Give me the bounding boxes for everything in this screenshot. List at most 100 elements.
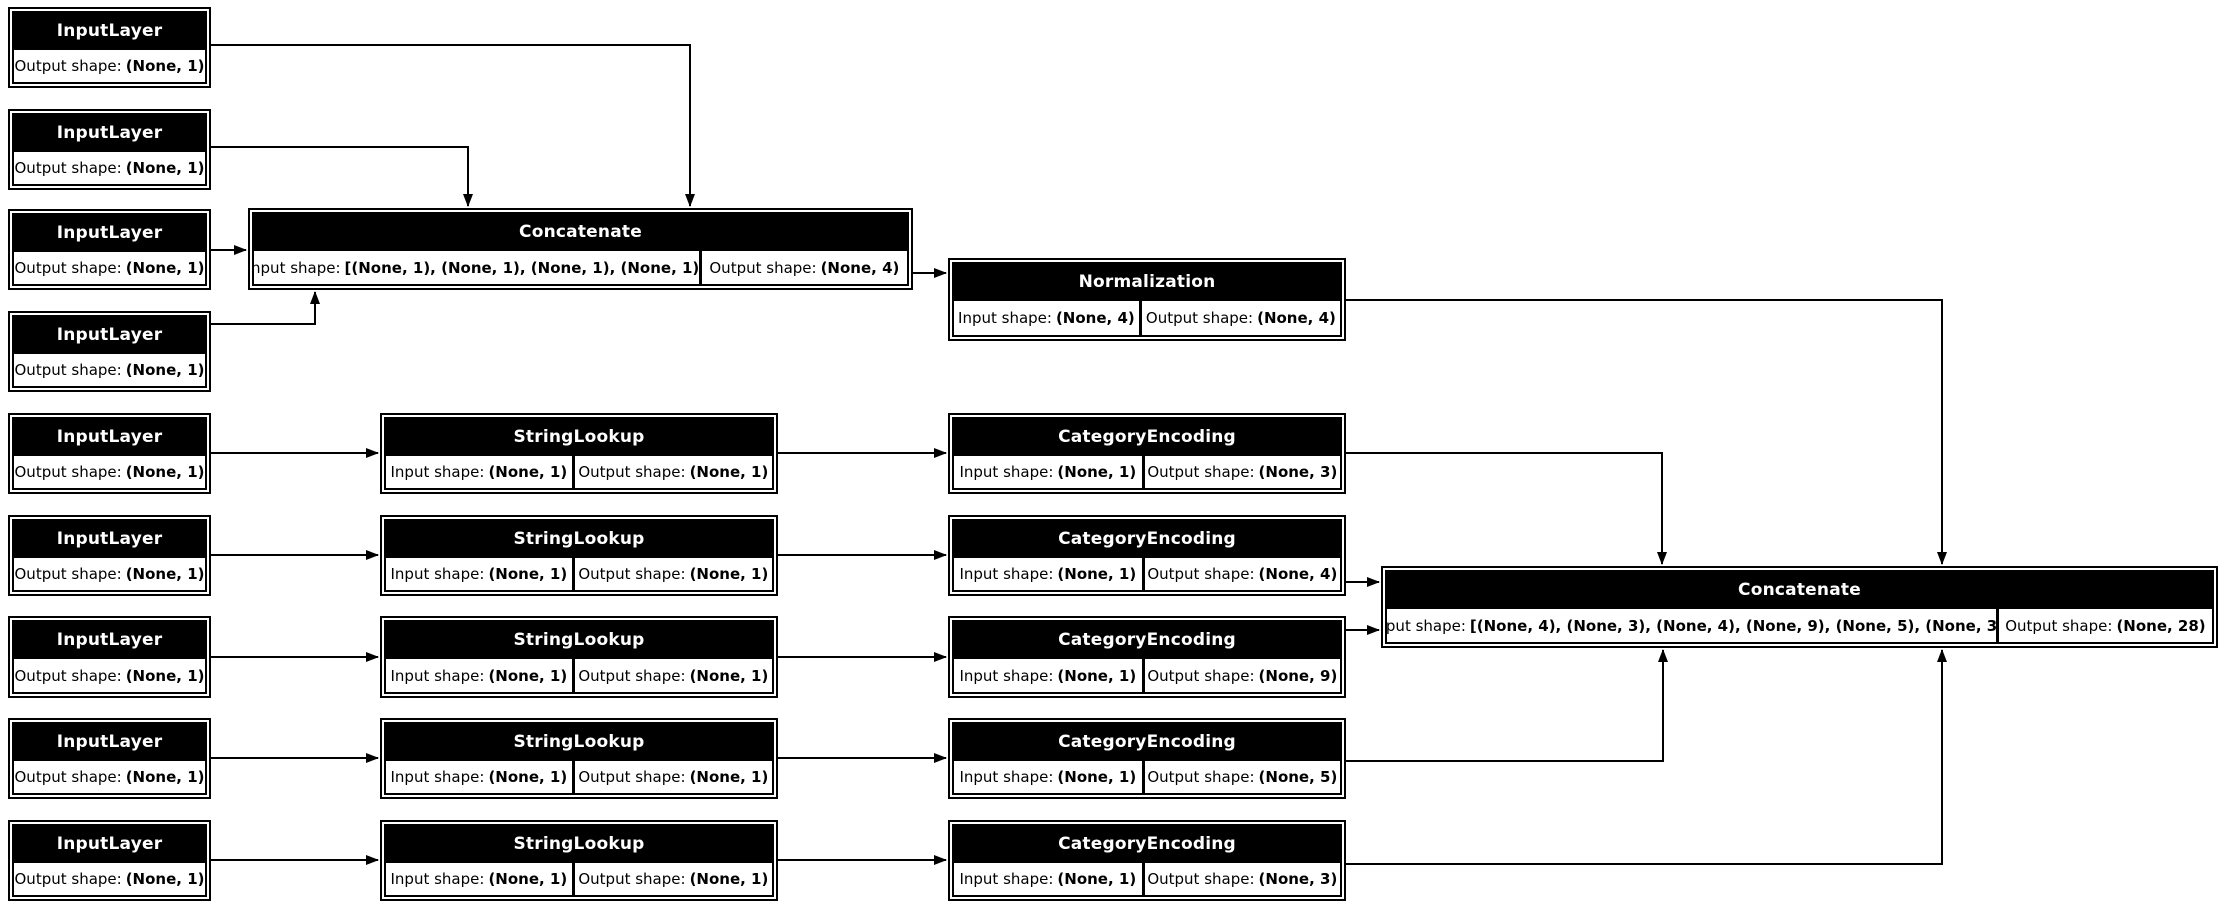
- output-shape-value: (None, 9): [1258, 666, 1338, 685]
- layer-type-label: InputLayer: [56, 222, 163, 243]
- layer-type-label: CategoryEncoding: [1058, 833, 1236, 854]
- connection-arrow: [1346, 452, 1667, 565]
- input-shape-value: (None, 4): [1055, 309, 1135, 327]
- output-shape-label: Output shape:: [14, 361, 122, 379]
- input-shape-cell: Input shape:[(None, 4), (None, 3), (None…: [1387, 609, 1996, 642]
- input-shape-cell: Input shape:(None, 1): [386, 659, 572, 692]
- shape-cells-row: Output shape:(None, 1): [12, 252, 207, 286]
- output-shape-cell: Output shape:(None, 1): [14, 659, 205, 692]
- layer-type-label: StringLookup: [513, 833, 645, 854]
- output-shape-label: Output shape:: [14, 870, 122, 888]
- output-shape-label: Output shape:: [1147, 870, 1255, 888]
- shape-cells-row: Input shape:(None, 1)Output shape:(None,…: [384, 659, 774, 694]
- layer-type-label: InputLayer: [56, 731, 163, 752]
- connection-arrow: [211, 44, 695, 207]
- input-shape-value: (None, 1): [488, 666, 568, 685]
- input-shape-value: (None, 1): [488, 565, 568, 583]
- input-shape-cell: Input shape:(None, 1): [954, 659, 1142, 692]
- output-shape-cell: Output shape:(None, 28): [1998, 609, 2212, 642]
- input-shape-value: (None, 1): [1057, 565, 1137, 583]
- input-shape-label: Input shape:: [959, 463, 1054, 481]
- shape-cells-row: Input shape:(None, 1)Output shape:(None,…: [384, 761, 774, 795]
- output-shape-value: (None, 1): [689, 565, 769, 583]
- output-shape-cell: Output shape:(None, 1): [574, 456, 772, 488]
- output-shape-label: Output shape:: [1147, 463, 1255, 481]
- shape-cells-row: Input shape:[(None, 4), (None, 3), (None…: [1385, 609, 2214, 644]
- output-shape-label: Output shape:: [709, 258, 817, 277]
- output-shape-value: (None, 1): [125, 361, 205, 379]
- shape-cells-row: Output shape:(None, 1): [12, 50, 207, 84]
- output-shape-label: Output shape:: [14, 666, 122, 685]
- output-shape-value: (None, 1): [125, 463, 205, 481]
- layer-type-label: CategoryEncoding: [1058, 426, 1236, 447]
- layer-type-label: InputLayer: [56, 629, 163, 650]
- layer-type-label: Concatenate: [519, 221, 642, 242]
- input-shape-value: (None, 1): [1057, 463, 1137, 481]
- connection-arrow: [211, 146, 473, 207]
- output-shape-label: Output shape:: [578, 666, 686, 685]
- input-shape-cell: Input shape:(None, 1): [386, 863, 572, 895]
- input-shape-value: (None, 1): [1057, 666, 1137, 685]
- output-shape-label: Output shape:: [578, 463, 686, 481]
- output-shape-label: Output shape:: [2005, 616, 2113, 635]
- layer-type-label: CategoryEncoding: [1058, 731, 1236, 752]
- output-shape-value: (None, 5): [1258, 768, 1338, 786]
- output-shape-label: Output shape:: [578, 870, 686, 888]
- output-shape-label: Output shape:: [578, 768, 686, 786]
- input-shape-label: Input shape:: [390, 870, 485, 888]
- shape-cells-row: Output shape:(None, 1): [12, 761, 207, 795]
- shape-cells-row: Output shape:(None, 1): [12, 659, 207, 694]
- output-shape-label: Output shape:: [14, 57, 122, 75]
- connection-arrow: [1346, 299, 1947, 565]
- output-shape-value: (None, 3): [1258, 463, 1338, 481]
- output-shape-label: Output shape:: [14, 463, 122, 481]
- input-shape-value: (None, 1): [1057, 768, 1137, 786]
- connection-arrow: [1346, 649, 1947, 865]
- output-shape-label: Output shape:: [578, 565, 686, 583]
- output-shape-cell: Output shape:(None, 1): [574, 659, 772, 692]
- layer-type-label: CategoryEncoding: [1058, 629, 1236, 650]
- output-shape-value: (None, 4): [1257, 309, 1336, 327]
- output-shape-label: Output shape:: [1145, 309, 1254, 327]
- layer-type-label: Normalization: [1078, 271, 1216, 292]
- shape-cells-row: Output shape:(None, 1): [12, 152, 207, 186]
- input-shape-cell: Input shape:(None, 4): [954, 301, 1139, 335]
- shape-cells-row: Input shape:(None, 1)Output shape:(None,…: [952, 863, 1342, 897]
- input-shape-cell: Input shape:(None, 1): [386, 456, 572, 488]
- input-shape-value: (None, 1): [488, 768, 568, 786]
- layer-type-label: InputLayer: [56, 122, 163, 143]
- output-shape-value: (None, 1): [125, 666, 205, 685]
- output-shape-cell: Output shape:(None, 4): [1141, 301, 1340, 335]
- output-shape-cell: Output shape:(None, 4): [1144, 558, 1340, 590]
- output-shape-label: Output shape:: [1147, 666, 1255, 685]
- output-shape-label: Output shape:: [1147, 768, 1255, 786]
- input-shape-label: Input shape:: [959, 768, 1054, 786]
- shape-cells-row: Input shape:(None, 1)Output shape:(None,…: [952, 558, 1342, 592]
- output-shape-value: (None, 1): [125, 259, 205, 277]
- input-shape-label: Input shape:: [959, 870, 1054, 888]
